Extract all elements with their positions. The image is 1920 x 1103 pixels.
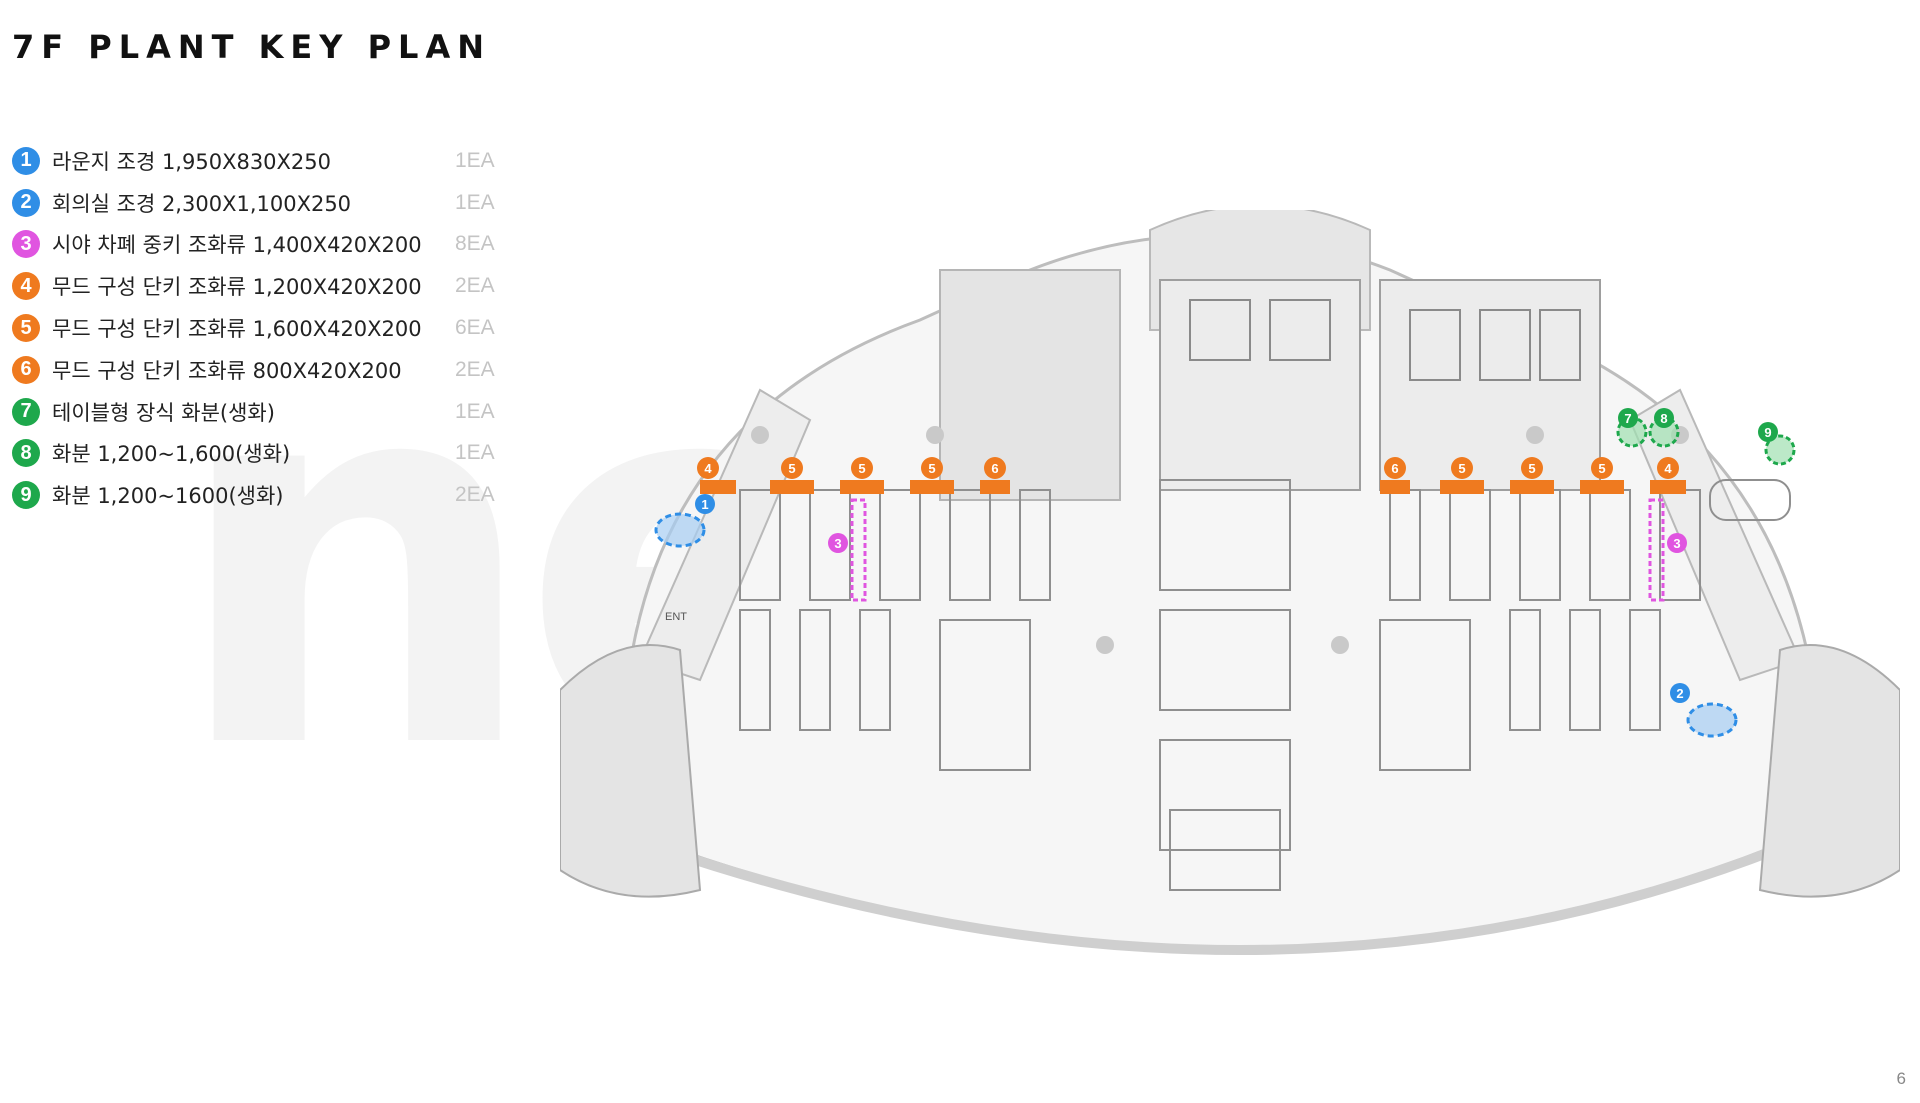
svg-text:7: 7	[1624, 411, 1631, 426]
legend-badge: 5	[12, 314, 40, 343]
legend-label: 화분 1,200~1,600(생화)	[52, 442, 291, 467]
legend-item: 9 화분 1,200~1600(생화) 2EA	[12, 474, 502, 516]
meeting-rooms-center	[1159, 479, 1291, 891]
svg-text:9: 9	[1764, 425, 1771, 440]
legend-badge: 2	[12, 188, 40, 217]
svg-text:5: 5	[858, 461, 865, 476]
legend-quantity: 2EA	[455, 274, 495, 298]
screen-planter-left	[850, 498, 867, 602]
conference-table	[1709, 479, 1791, 521]
page-number: 6	[1896, 1069, 1906, 1088]
legend-item: 6 무드 구성 단키 조화류 800X420X200 2EA	[12, 349, 502, 391]
svg-text:3: 3	[834, 536, 841, 551]
plant-markers-orange-right: 6 5 5 5 4	[1380, 457, 1686, 494]
plant-markers-green: 7 8 9	[1616, 408, 1796, 466]
lounge-planter	[654, 512, 706, 548]
marker-6: 6	[980, 457, 1010, 494]
plant-markers-blue: 1 2	[654, 494, 1738, 738]
svg-text:8: 8	[1660, 411, 1667, 426]
legend-label: 테이블형 장식 화분(생화)	[52, 400, 275, 425]
legend-quantity: 2EA	[455, 483, 495, 507]
core-right	[1379, 279, 1601, 491]
legend-item: 7 테이블형 장식 화분(생화) 1EA	[12, 391, 502, 433]
page-title: 7F PLANT KEY PLAN	[12, 28, 491, 66]
screen-planter-right	[1648, 498, 1665, 602]
svg-text:5: 5	[1458, 461, 1465, 476]
svg-text:5: 5	[1598, 461, 1605, 476]
svg-text:2: 2	[1676, 686, 1683, 701]
svg-text:6: 6	[1391, 461, 1398, 476]
legend-badge: 8	[12, 439, 40, 468]
marker-5: 5	[1440, 457, 1484, 494]
legend-label: 화분 1,200~1600(생화)	[52, 484, 284, 509]
marker-4: 4	[1650, 457, 1686, 494]
marker-5: 5	[770, 457, 814, 494]
legend-item: 1 라운지 조경 1,950X830X250 1EA	[12, 140, 502, 182]
svg-text:4: 4	[704, 461, 712, 476]
meeting-planter	[1686, 702, 1738, 738]
curtain-wall	[663, 845, 1777, 955]
marker-5: 5	[1510, 457, 1554, 494]
legend-label: 무드 구성 단키 조화류 800X420X200	[52, 358, 402, 383]
legend-badge: 6	[12, 355, 40, 384]
entrance-label: ENT	[665, 611, 687, 623]
legend-item: 3 시야 차폐 중키 조화류 1,400X420X200 8EA	[12, 224, 502, 266]
marker-5: 5	[910, 457, 954, 494]
marker-4: 4	[697, 457, 736, 494]
marker-6: 6	[1380, 457, 1410, 494]
desk-cluster-lower-left	[739, 609, 1031, 771]
marker-5: 5	[840, 457, 884, 494]
legend-label: 무드 구성 단키 조화류 1,200X420X200	[52, 275, 422, 300]
legend-badge: 1	[12, 146, 40, 175]
legend-badge: 4	[12, 272, 40, 301]
legend-item: 5 무드 구성 단키 조화류 1,600X420X200 6EA	[12, 307, 502, 349]
svg-text:4: 4	[1664, 461, 1672, 476]
legend-item: 4 무드 구성 단키 조화류 1,200X420X200 2EA	[12, 265, 502, 307]
legend-item: 2 회의실 조경 2,300X1,100X250 1EA	[12, 182, 502, 224]
plant-markers-magenta: 3 3	[828, 498, 1687, 602]
floor-plan: ENT 4 5 5 5 6 6 5 5 5 4 3 3 1 2 7 8	[560, 210, 1900, 955]
legend-label: 시야 차폐 중키 조화류 1,400X420X200	[52, 233, 422, 258]
legend-quantity: 8EA	[455, 232, 495, 256]
plant-markers-orange-left: 4 5 5 5 6	[697, 457, 1010, 494]
legend-badge: 7	[12, 397, 40, 426]
legend-quantity: 1EA	[455, 399, 495, 423]
legend-item: 8 화분 1,200~1,600(생화) 1EA	[12, 433, 502, 475]
svg-text:5: 5	[788, 461, 795, 476]
svg-text:6: 6	[991, 461, 998, 476]
core-left	[939, 269, 1121, 501]
desk-cluster-upper-left	[739, 489, 1051, 601]
core-elevator	[1159, 279, 1361, 491]
svg-text:1: 1	[701, 497, 708, 512]
legend-badge: 9	[12, 481, 40, 510]
legend-quantity: 1EA	[455, 148, 495, 172]
svg-text:5: 5	[1528, 461, 1535, 476]
legend-quantity: 1EA	[455, 190, 495, 214]
legend-label: 회의실 조경 2,300X1,100X250	[52, 191, 352, 216]
svg-text:5: 5	[928, 461, 935, 476]
legend-quantity: 1EA	[455, 441, 495, 465]
legend-badge: 3	[12, 230, 40, 259]
right-rotunda	[1758, 644, 1900, 898]
marker-5: 5	[1580, 457, 1624, 494]
legend-quantity: 2EA	[455, 357, 495, 381]
plant-legend: 1 라운지 조경 1,950X830X250 1EA 2 회의실 조경 2,30…	[12, 140, 502, 516]
legend-label: 무드 구성 단키 조화류 1,600X420X200	[52, 317, 422, 342]
legend-label: 라운지 조경 1,950X830X250	[52, 149, 332, 174]
desk-cluster-lower-right	[1379, 609, 1661, 771]
svg-text:3: 3	[1673, 536, 1680, 551]
legend-quantity: 6EA	[455, 316, 495, 340]
left-rotunda	[560, 644, 702, 898]
